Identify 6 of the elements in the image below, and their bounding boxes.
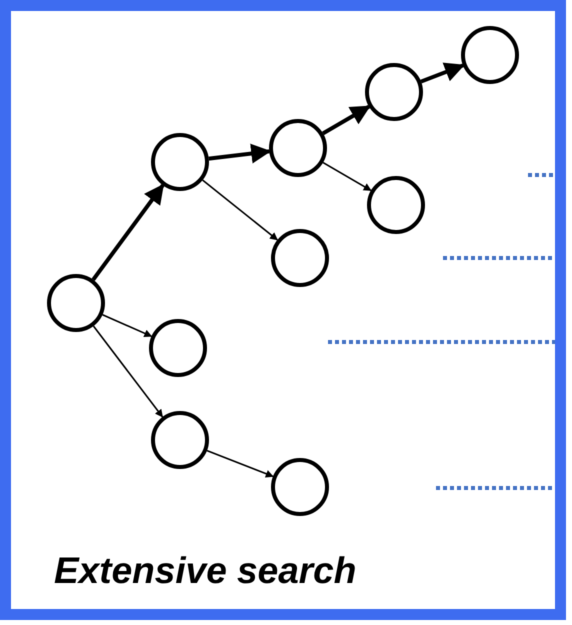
arrow [202, 180, 278, 240]
arrow [92, 326, 164, 418]
arrow [322, 104, 371, 136]
arrow [208, 144, 272, 164]
caption: Extensive search [54, 552, 356, 589]
arrow [92, 184, 164, 281]
